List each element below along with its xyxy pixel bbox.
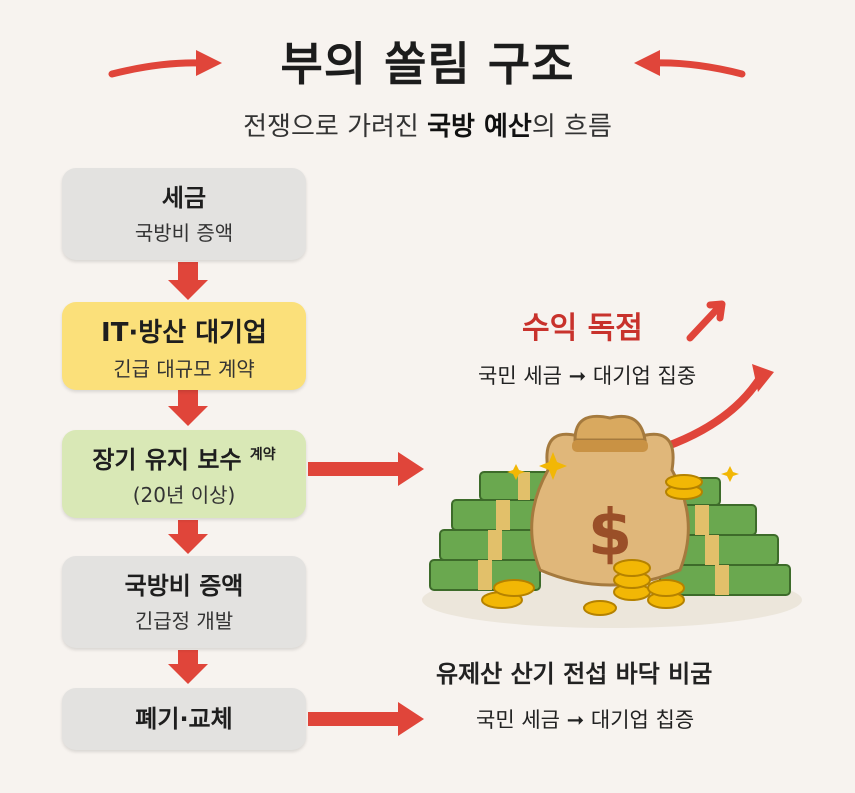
flow-box-subtitle: 긴급정 개발: [134, 609, 234, 633]
page-title: 부의 쏠림 구조: [280, 37, 575, 91]
right-arrow-icon: [308, 702, 424, 736]
flow-box-title: 폐기·교체: [135, 705, 233, 733]
flow-box-replace: 폐기·교체: [62, 688, 306, 750]
svg-text:$: $: [588, 497, 633, 571]
subtitle-prefix: 전쟁으로 가려진: [243, 112, 428, 142]
flow-box-title: 장기 유지 보수 계약: [62, 440, 306, 475]
title-left-arrow-icon: [108, 50, 222, 78]
down-arrow-icon: [168, 650, 208, 684]
flow-box-title: IT·방산 대기업: [101, 318, 267, 348]
flow-box-budget-increase: 국방비 증액 긴급정 개발: [62, 556, 306, 648]
flow-box-title-small: 계약: [249, 447, 276, 463]
flow-box-title: 국방비 증액: [124, 572, 244, 600]
title-right-arrow-icon: [634, 50, 746, 78]
bottom-flow-text: 국민 세금 ➞ 대기업 칩증: [476, 708, 695, 732]
page-subtitle: 전쟁으로 가려진 국방 예산의 흐름: [0, 106, 855, 143]
flow-box-title: 세금: [161, 184, 207, 212]
profit-flow-text: 국민 세금 ➞ 대기업 집중: [478, 364, 697, 388]
down-arrow-icon: [168, 520, 208, 554]
flow-box-defense-corp: IT·방산 대기업 긴급 대규모 계약: [62, 302, 306, 390]
profit-title: 수익 독점: [522, 311, 643, 346]
subtitle-suffix: 의 흐름: [531, 112, 612, 142]
subtitle-bold: 국방 예산: [427, 112, 532, 142]
flow-box-tax: 세금 국방비 증액: [62, 168, 306, 260]
flow-box-subtitle: 국방비 증액: [134, 221, 234, 245]
down-arrow-icon: [168, 390, 208, 426]
down-arrow-icon: [168, 262, 208, 300]
money-pile-image: $: [422, 414, 802, 628]
flow-box-maintenance: 장기 유지 보수 계약 (20년 이상): [62, 430, 306, 518]
right-arrow-icon: [308, 452, 424, 486]
flow-box-title-main: 장기 유지 보수: [92, 446, 242, 474]
flow-box-subtitle: 긴급 대규모 계약: [113, 357, 255, 381]
bottom-title: 유제산 산기 전섭 바닥 비굼: [436, 660, 713, 688]
flow-box-subtitle: (20년 이상): [132, 483, 236, 507]
